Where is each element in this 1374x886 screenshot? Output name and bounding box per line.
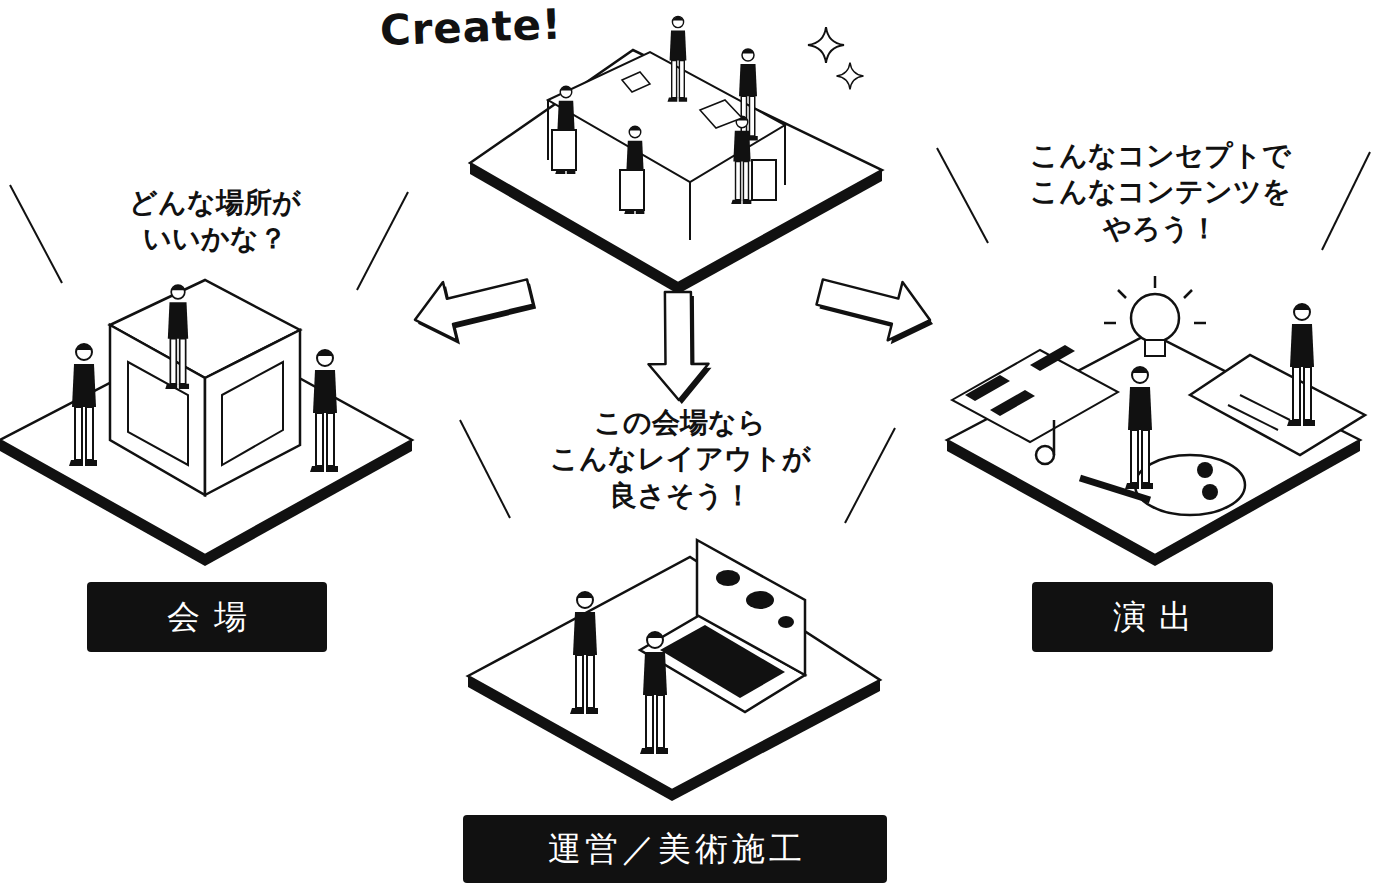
sparkle-shape [808, 27, 844, 63]
ray [1194, 322, 1206, 325]
chair [620, 170, 644, 210]
piano-black-keys [965, 345, 1075, 416]
ray [1154, 276, 1157, 288]
meeting-platform-node: Create! [375, 0, 885, 292]
speech-text: こんなコンセプトで こんなコンテンツを やろう！ [1010, 138, 1310, 247]
production-label: 演出 [1032, 582, 1273, 652]
flow-arrow [649, 292, 709, 400]
paint [1197, 462, 1213, 478]
checklist [1228, 395, 1290, 430]
flow-arrow [817, 279, 931, 340]
cube-right [205, 330, 300, 495]
operation-platform-node: この会場なら こんなレイアウトが 良さそう！ [455, 400, 900, 800]
black-key [1030, 345, 1075, 371]
cube-left [110, 325, 205, 495]
production-platform [947, 276, 1365, 566]
speech-text: どんな場所が いいかな？ [95, 185, 335, 258]
venue-platform [0, 280, 412, 566]
person-figure [165, 285, 189, 389]
person-figure [640, 632, 668, 754]
meeting-platform [470, 16, 882, 294]
lightbulb [1131, 294, 1179, 342]
world-map [716, 570, 794, 628]
music-note [1036, 446, 1054, 464]
cube-opening [222, 362, 283, 465]
venue-label: 会場 [87, 582, 327, 652]
table-leg [689, 182, 691, 240]
speech-mark [845, 428, 895, 523]
map-continent [778, 616, 794, 628]
person-figure [1287, 304, 1315, 426]
tablet [622, 72, 650, 92]
venue-platform-node: どんな場所が いいかな？ [0, 180, 415, 565]
check-line [1228, 405, 1278, 430]
black-key [965, 375, 1010, 401]
person-figure [310, 350, 338, 472]
clipboard [1190, 355, 1365, 455]
speech-mark [357, 192, 408, 290]
speech-mark [10, 185, 62, 283]
speech-mark [937, 148, 988, 243]
chair [552, 130, 576, 170]
person-figure [1125, 367, 1153, 489]
lightbulb-rays [1104, 276, 1206, 323]
ray [1118, 290, 1126, 298]
table-leg [784, 125, 786, 185]
lightbulb-base [1145, 340, 1165, 356]
person-figure [731, 116, 751, 204]
laptop-screen [697, 540, 805, 675]
label-text: 演出 [1100, 595, 1206, 640]
black-key [990, 390, 1035, 416]
table-leg [547, 100, 549, 160]
person-figure [69, 344, 97, 466]
flow-arrow [415, 279, 533, 340]
person-figure [668, 16, 688, 101]
label-text: 運営／美術施工 [544, 827, 807, 872]
speech-mark [460, 420, 510, 518]
map-continent [716, 570, 740, 586]
ray [1104, 322, 1116, 325]
chairs [552, 130, 776, 210]
person-figure [570, 592, 598, 714]
paint [1202, 484, 1218, 500]
speech-text: この会場なら こんなレイアウトが 良さそう！ [530, 405, 830, 514]
tablet [700, 100, 742, 128]
map-continent [746, 591, 774, 609]
label-text: 会場 [154, 595, 260, 640]
music-note-stem [1053, 420, 1056, 455]
production-platform-node: こんなコンセプトで こんなコンテンツを やろう！ [930, 130, 1374, 570]
chair [752, 160, 776, 200]
brush [1080, 478, 1150, 500]
operation-label: 運営／美術施工 [463, 815, 887, 883]
operation-platform [468, 540, 880, 801]
slab-top [468, 557, 880, 790]
sparkle-shape [837, 63, 864, 90]
speech-mark [1322, 152, 1370, 250]
check-line [1240, 395, 1290, 420]
create-heading: Create! [379, 0, 563, 55]
ray [1184, 290, 1192, 298]
